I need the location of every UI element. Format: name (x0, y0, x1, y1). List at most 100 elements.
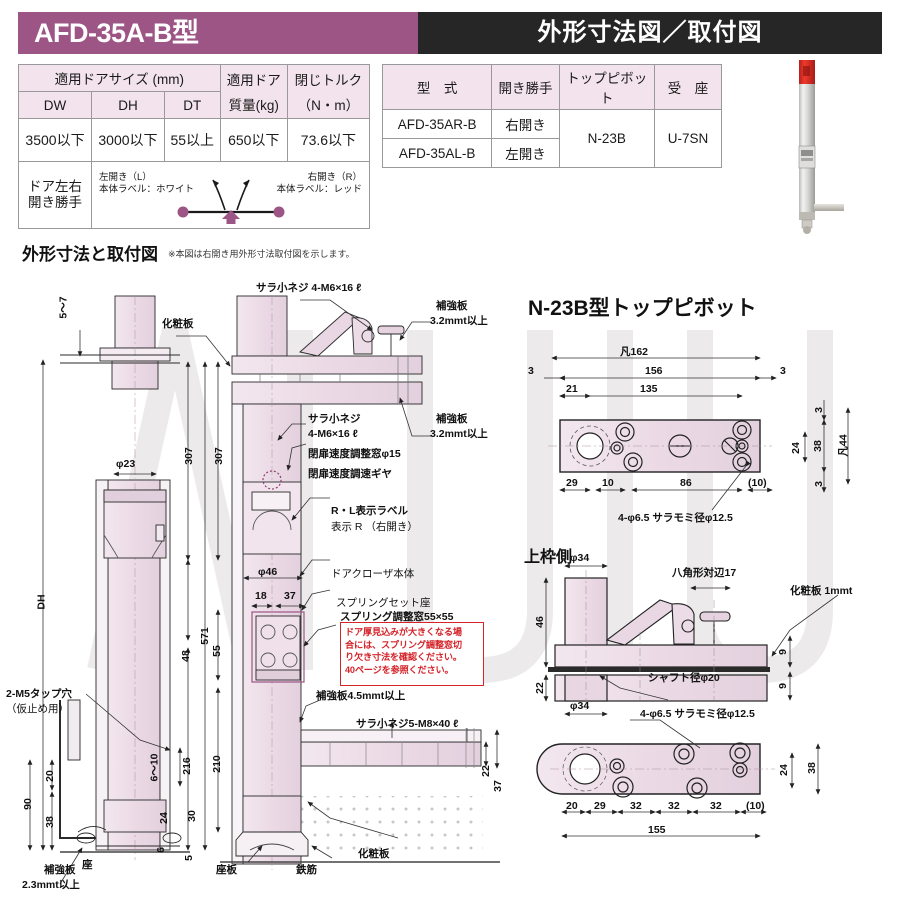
watermark (0, 250, 900, 900)
model-cell-top-pivot: N-23B (558, 109, 655, 168)
spec-value-dt: 55以上 (163, 118, 221, 162)
dim-pivot-86: 86 (680, 477, 692, 489)
callout-reinf-plate-1b: 3.2mmt以上 (430, 315, 488, 327)
dim-side-22: 22 (533, 682, 546, 694)
outline-section-note: ※本図は右開き用外形寸法取付図を示します。 (168, 249, 355, 259)
left-elevation-view (59, 295, 190, 860)
dim-24: 24 (157, 812, 170, 824)
hand-right-line2: 本体ラベル：レッド (276, 184, 362, 195)
callout-decor-plate: 化粧板 (162, 318, 194, 330)
callout-tap-hole-b: （仮止め用） (6, 703, 69, 715)
callout-reinf-plate-1a: 補強板 (436, 300, 468, 312)
model-cell-hand-l: 左開き (491, 138, 560, 168)
spec-value-torque: 73.6以下 (286, 118, 371, 162)
callout-side-decor-plate: 化粧板 1mmt (790, 585, 853, 597)
section-title: 外形寸法図／取付図 (537, 19, 763, 46)
model-header-type: 型 式 (381, 64, 493, 110)
model-cell-seat: U-7SN (653, 109, 723, 168)
dim-6: 6 (154, 847, 167, 853)
callout-flat-screw-bottom: サラ小ネジ5-M8×40 ℓ (356, 718, 459, 730)
spec-header-dh: DH (91, 91, 165, 119)
dim-20: 20 (43, 770, 56, 782)
callout-flat-screw-top: サラ小ネジ 4-M6×16 ℓ (256, 282, 362, 294)
callout-rl-label-b: 表示 R （右開き） (331, 521, 418, 533)
model-header-hand: 開き勝手 (491, 64, 560, 110)
dim-bot-155: 155 (648, 824, 666, 836)
callout-side-hole-note: 4-φ6.5 サラモミ径φ12.5 (640, 708, 755, 720)
callout-closer-body: ドアクローザ本体 (331, 568, 415, 580)
spec-header-mass-2: 質量(kg) (219, 91, 288, 119)
callout-reinf-plate-4b: 2.3mmt以上 (22, 879, 80, 891)
dim-90: 90 (21, 798, 34, 810)
dim-bot-29: 29 (594, 800, 606, 812)
dim-bot-32a: 32 (630, 800, 642, 812)
dim-side-46: 46 (533, 616, 546, 628)
dim-pivot-overall: 凡162 (620, 346, 649, 358)
center-section-view (220, 295, 500, 870)
dim-dh: DH (35, 594, 48, 610)
dim-48: 48 (179, 650, 192, 662)
table-row: 適用ドアサイズ (mm) 適用ドア 閉じトルク (18, 64, 371, 92)
model-cell-type-l: AFD-35AL-B (381, 138, 493, 168)
dim-side-9-bot: 9 (776, 683, 789, 689)
model-title-banner: AFD-35A-B型 (18, 12, 418, 54)
dim-pivot-38: 38 (811, 440, 824, 452)
dim-216: 216 (180, 757, 193, 775)
pivot-bottom-plan-view (536, 719, 821, 839)
dim-210: 210 (210, 755, 223, 773)
door-swing-icon (177, 179, 284, 224)
spec-value-mass: 650以下 (219, 118, 288, 162)
dim-pivot-3-top: 3 (812, 407, 825, 413)
callout-spring-set-seat: スプリングセット座 (336, 597, 431, 609)
hand-right-label: 右開き（R） 本体ラベル：レッド (276, 172, 362, 196)
callout-reinf-plate-3: 補強板4.5mmt以上 (316, 690, 406, 702)
upper-frame-label: 上枠側 (524, 549, 573, 566)
dim-side-9-top: 9 (776, 649, 789, 655)
warning-line-2: 合には、スプリング調整窓切 (345, 639, 462, 650)
door-spec-table: 適用ドアサイズ (mm) 適用ドア 閉じトルク DW DH DT 質量(kg) … (18, 64, 371, 229)
spec-header-torque-2: （N・m） (286, 91, 371, 119)
callout-rl-label-a: R・L表示ラベル (331, 505, 408, 517)
dim-pivot-3-bot: 3 (812, 481, 825, 487)
warning-line-3: り欠き寸法を確認ください。 (345, 652, 462, 663)
callout-rebar: 鉄筋 (296, 864, 317, 876)
dim-37: 37 (284, 590, 296, 602)
section-title-banner: 外形寸法図／取付図 (418, 12, 882, 54)
hand-left-label: 左開き（L） 本体ラベル：ホワイト (99, 172, 194, 196)
callout-tap-hole-a: 2-M5タップ穴 (6, 688, 72, 700)
dim-phi46: φ46 (258, 566, 278, 578)
left-dimension-lines (27, 330, 208, 851)
warning-note-box: ドア厚見込みが大きくなる場 合には、スプリング調整窓切 り欠き寸法を確認ください… (340, 622, 484, 686)
hand-left-line1: 左開き（L） (99, 172, 152, 183)
spec-header-torque-1: 閉じトルク (286, 64, 371, 92)
model-title: AFD-35A-B型 (34, 17, 199, 48)
callout-seat: 座 (82, 859, 93, 871)
dim-bot-32b: 32 (668, 800, 680, 812)
model-header-seat: 受 座 (653, 64, 723, 110)
dim-5: 5 (182, 855, 195, 861)
pivot-plan-view (544, 355, 851, 511)
dim-side-phi34-top: φ34 (570, 552, 590, 564)
hand-left-line2: 本体ラベル：ホワイト (99, 184, 195, 195)
dim-pivot-3-left: 3 (528, 365, 534, 377)
dim-37b: 37 (491, 780, 504, 792)
page-header: AFD-35A-B型 外形寸法図／取付図 (18, 12, 882, 54)
dim-55: 55 (210, 645, 223, 657)
warning-line-4: 40ページを参照ください。 (345, 664, 454, 675)
model-cell-hand-r: 右開き (491, 109, 560, 139)
dim-307-left: 307 (182, 447, 195, 465)
callout-pivot-hole-note: 4-φ6.5 サラモミ径φ12.5 (618, 512, 733, 524)
dim-6-10: 6～10 (148, 753, 161, 782)
dim-22: 22 (479, 765, 492, 777)
spec-group-header: 適用ドアサイズ (mm) (18, 64, 221, 92)
dim-571: 571 (198, 627, 211, 645)
spec-header-dt: DT (163, 91, 221, 119)
dim-38: 38 (43, 816, 56, 828)
hand-right-line1: 右開き（R） (307, 172, 362, 183)
callout-speed-window: 閉扉速度調整窓φ15 (308, 448, 401, 460)
table-row: 型 式 開き勝手 トップピボット 受 座 (381, 64, 723, 110)
dim-gap-5-7: 5～7 (57, 296, 70, 319)
callout-octagon: 八角形対辺17 (672, 567, 737, 579)
callout-spring-window: スプリング調整窓55×55 (340, 611, 454, 623)
